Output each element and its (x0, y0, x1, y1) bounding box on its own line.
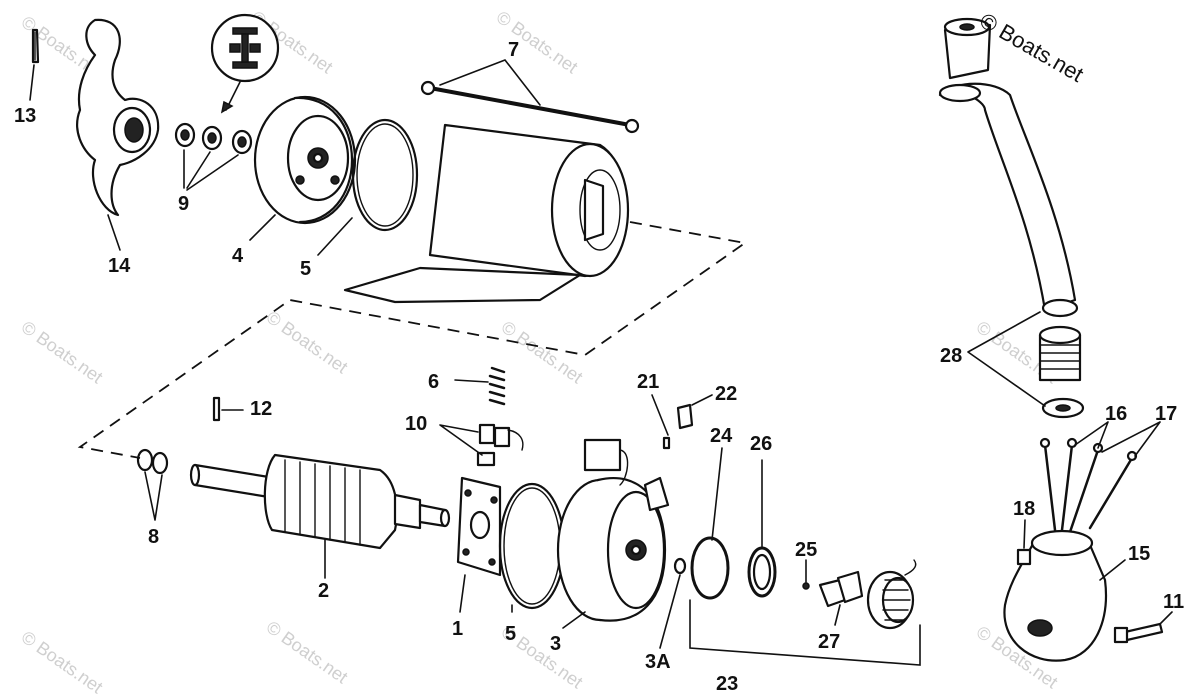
steering-tube (938, 17, 1079, 318)
wire-leads-16-17 (1039, 437, 1138, 534)
callout-6: 6 (428, 371, 439, 393)
switch-27 (818, 570, 864, 608)
callout-23: 23 (716, 673, 738, 695)
brand-watermark: © Boats.net (976, 8, 1088, 87)
brushes-10 (476, 423, 524, 467)
leader-lines (29, 59, 1173, 649)
callout-2: 2 (318, 580, 329, 602)
o-ring-5-upper-inner (356, 123, 414, 227)
callout-5-lower: 5 (505, 623, 516, 645)
callout-labels: 13 14 9 4 5 7 6 12 10 8 2 1 5 3 21 22 24… (14, 39, 1184, 695)
bracket-23 (689, 599, 921, 666)
o-ring-24 (690, 536, 730, 600)
callout-12: 12 (250, 398, 272, 420)
callout-13: 13 (14, 105, 36, 127)
propeller-14 (76, 18, 160, 217)
connector-23 (866, 559, 917, 630)
o-ring-5-lower (498, 482, 566, 610)
callout-18: 18 (1013, 498, 1035, 520)
callout-16: 16 (1105, 403, 1127, 425)
callout-9: 9 (178, 193, 189, 215)
callout-15: 15 (1128, 543, 1150, 565)
motor-housing (343, 123, 630, 304)
callout-8: 8 (148, 526, 159, 548)
callout-17: 17 (1155, 403, 1177, 425)
watermark: © Boats.net (493, 7, 582, 77)
watermark: © Boats.net (263, 617, 352, 687)
spring-6 (488, 366, 506, 406)
callout-10: 10 (405, 413, 427, 435)
screw-11 (1113, 622, 1164, 644)
pin-21 (662, 436, 671, 450)
callout-14: 14 (108, 255, 131, 277)
bearing-detail-callout (210, 13, 280, 114)
washers-8 (136, 448, 169, 475)
callout-3: 3 (550, 633, 561, 655)
threaded-fitting-28 (1038, 325, 1085, 419)
end-cap-4 (253, 95, 357, 225)
pin-12 (212, 396, 221, 422)
watermark: © Boats.net (18, 627, 107, 697)
watermark: © Boats.net (18, 317, 107, 387)
callout-11: 11 (1163, 591, 1184, 613)
callout-26: 26 (750, 433, 772, 455)
callout-24: 24 (710, 425, 733, 447)
cotter-pin-13 (31, 28, 40, 64)
bearing-set-9 (174, 122, 253, 155)
locknut-26 (747, 546, 777, 598)
callout-21: 21 (637, 371, 659, 393)
end-bell-3 (556, 438, 670, 622)
callout-1: 1 (452, 618, 463, 640)
callout-4: 4 (232, 245, 244, 267)
bushing-3a (673, 557, 687, 575)
callout-7: 7 (508, 39, 519, 61)
pin-22 (676, 403, 694, 430)
sleeve-18 (1016, 548, 1032, 566)
lower-housing-15 (1003, 529, 1107, 662)
o-ring-5-upper (351, 118, 419, 232)
o-ring-5-lower-inner (503, 487, 561, 605)
screw-25 (802, 582, 810, 590)
alignment-line-upper (77, 221, 748, 459)
watermark: © Boats.net (263, 307, 352, 377)
armature-2 (189, 453, 451, 550)
callout-22: 22 (715, 383, 737, 405)
through-bolt-7 (420, 80, 640, 134)
callout-28: 28 (940, 345, 962, 367)
callout-5-upper: 5 (300, 258, 311, 280)
brush-plate-1 (456, 476, 502, 577)
callout-3a: 3A (645, 651, 671, 673)
callout-27: 27 (818, 631, 840, 653)
callout-25: 25 (795, 539, 817, 561)
